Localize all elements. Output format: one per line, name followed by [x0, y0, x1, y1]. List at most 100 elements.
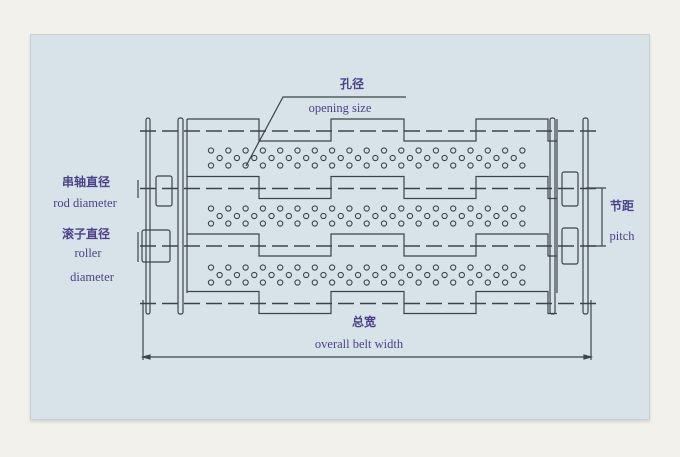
- hole: [277, 279, 284, 286]
- hole: [363, 264, 370, 271]
- pitch-label-cn: 节距: [610, 198, 634, 213]
- hole: [320, 212, 327, 220]
- hole: [207, 162, 215, 169]
- hole: [225, 264, 232, 271]
- hole: [242, 264, 249, 271]
- hole: [424, 154, 431, 162]
- arrow-head: [140, 354, 151, 360]
- roller: [141, 229, 171, 263]
- hole: [510, 154, 517, 162]
- hole: [354, 154, 362, 162]
- hole: [277, 162, 284, 169]
- hole: [450, 162, 457, 169]
- hole: [277, 205, 284, 212]
- hole: [346, 162, 353, 169]
- hole: [450, 220, 457, 227]
- hole: [302, 212, 310, 220]
- hole: [467, 162, 474, 169]
- hole: [450, 264, 457, 271]
- hole: [233, 154, 241, 162]
- hole: [432, 162, 440, 169]
- hole: [398, 220, 405, 227]
- hole: [294, 162, 301, 169]
- hole: [493, 271, 500, 279]
- hole: [242, 162, 249, 169]
- hole: [450, 205, 457, 212]
- hole: [216, 271, 223, 279]
- hole: [432, 147, 440, 154]
- diagram-panel: [30, 34, 650, 420]
- hole: [268, 271, 275, 279]
- hole: [277, 220, 284, 227]
- hole: [484, 264, 491, 271]
- hole: [467, 264, 474, 271]
- hole: [277, 147, 284, 154]
- hole: [450, 279, 457, 286]
- hole: [363, 205, 370, 212]
- hole: [398, 147, 405, 154]
- hole: [225, 205, 232, 212]
- hole: [285, 212, 292, 220]
- hole: [458, 154, 465, 162]
- hole: [311, 147, 318, 154]
- hole: [432, 264, 440, 271]
- hole: [484, 147, 491, 154]
- end-plate: [145, 117, 151, 315]
- hole: [346, 264, 353, 271]
- hole: [242, 205, 249, 212]
- hole: [484, 220, 491, 227]
- hole: [207, 147, 215, 154]
- hole: [519, 205, 526, 212]
- hole: [519, 264, 526, 271]
- hole: [380, 264, 388, 271]
- hole: [389, 271, 396, 279]
- hole: [372, 154, 379, 162]
- link-edge: [187, 118, 557, 142]
- hole: [216, 212, 223, 220]
- hole: [467, 279, 474, 286]
- hole: [225, 147, 232, 154]
- hole: [302, 271, 310, 279]
- hole: [259, 147, 267, 154]
- hole: [311, 162, 318, 169]
- hole: [519, 220, 526, 227]
- end-plate: [177, 117, 184, 315]
- hole: [484, 279, 491, 286]
- hole: [441, 154, 448, 162]
- hole: [372, 212, 379, 220]
- link-edge: [187, 175, 557, 200]
- hole: [501, 264, 509, 271]
- link-edge: [187, 233, 557, 257]
- rod-diameter-label-cn: 串轴直径: [62, 174, 110, 189]
- hole: [450, 147, 457, 154]
- hole: [519, 147, 526, 154]
- hole: [389, 212, 396, 220]
- hole: [207, 220, 215, 227]
- hole: [259, 162, 267, 169]
- roller-diameter-label-1: roller: [74, 246, 102, 260]
- hole: [311, 279, 318, 286]
- hole: [216, 154, 223, 162]
- hole: [406, 271, 414, 279]
- hole: [320, 154, 327, 162]
- hole: [415, 162, 422, 169]
- hole: [380, 162, 388, 169]
- hole: [406, 212, 414, 220]
- hole: [475, 212, 483, 220]
- hole: [294, 220, 301, 227]
- hole: [346, 279, 353, 286]
- hole: [225, 162, 232, 169]
- hole: [346, 205, 353, 212]
- hole: [501, 162, 509, 169]
- end-plate: [549, 117, 556, 315]
- hole: [337, 212, 344, 220]
- hole: [467, 205, 474, 212]
- hole: [458, 212, 465, 220]
- hole: [311, 264, 318, 271]
- hole: [337, 271, 344, 279]
- hole: [372, 271, 379, 279]
- hole: [467, 220, 474, 227]
- hole: [398, 205, 405, 212]
- hole: [207, 205, 215, 212]
- hole: [259, 220, 267, 227]
